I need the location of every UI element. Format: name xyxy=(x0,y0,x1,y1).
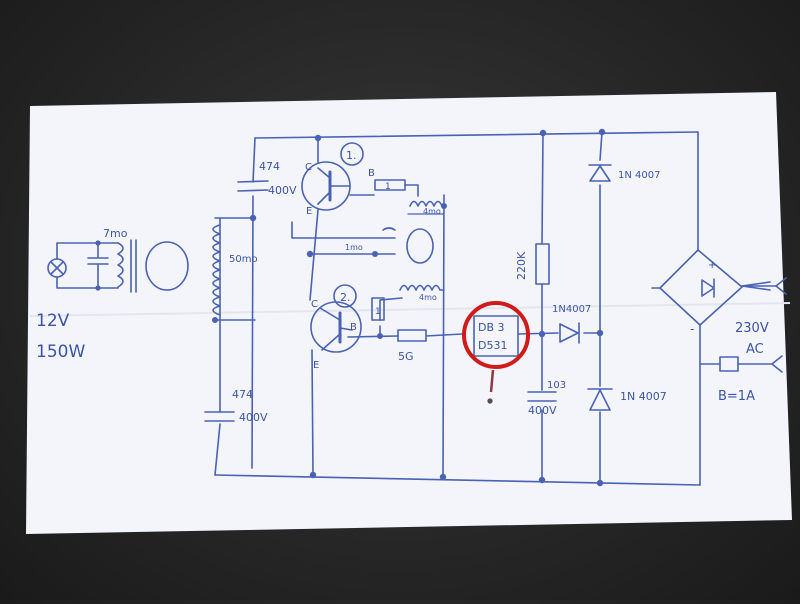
diode-bottom-symbol xyxy=(587,388,613,411)
primary-winding xyxy=(212,224,221,316)
diode-mid-label: 1N4007 xyxy=(552,304,591,315)
primary-turns-label: 50mo xyxy=(229,254,258,265)
pin-b2-label: B xyxy=(350,322,357,333)
coil-mid-label: 1mo xyxy=(345,243,363,252)
resistor-220k-label: 220K xyxy=(515,251,528,280)
fuse-label: B=1A xyxy=(718,389,755,404)
pin-c1-label: C xyxy=(305,162,312,173)
base-resistor-2 xyxy=(371,297,385,321)
diac-symbol xyxy=(473,315,519,357)
pin-e1-label: E xyxy=(306,206,312,217)
bridge-plus-label: + xyxy=(708,260,716,271)
bridge-minus-label: - xyxy=(690,322,694,336)
bridge-rectifier-symbol xyxy=(651,249,743,326)
diac-line2-label: D531 xyxy=(478,339,507,352)
junction-dots xyxy=(95,128,606,487)
red-stroke-mark xyxy=(489,369,495,393)
transistor-2-symbol xyxy=(310,284,362,353)
cap-103-voltage-label: 400V xyxy=(528,404,557,417)
diode-bottom-label: 1N 4007 xyxy=(620,390,667,403)
cap-103-symbol xyxy=(527,391,557,402)
emitter-res-label: 5G xyxy=(398,350,414,363)
pin-c2-label: C xyxy=(311,299,318,310)
transistor-1-symbol xyxy=(301,142,364,211)
pin-b1-label: B xyxy=(368,168,375,179)
diode-top-label: 1N 4007 xyxy=(618,170,660,181)
base-res2-label: 1 xyxy=(375,307,381,317)
resistor-220k-symbol xyxy=(535,243,550,285)
pin-e2-label: E xyxy=(313,360,319,371)
transistor-2-id: 2. xyxy=(340,291,351,304)
cap-top-voltage-label: 400V xyxy=(268,184,297,197)
paper-fold xyxy=(29,302,791,317)
diode-mid-symbol xyxy=(559,322,580,344)
base-res1-label: 1 xyxy=(385,182,391,192)
mains-voltage-label: 230V xyxy=(735,321,769,336)
fuse-symbol xyxy=(719,356,739,372)
emitter-resistor xyxy=(397,329,427,342)
mains-terminal-2 xyxy=(771,355,783,373)
secondary-winding xyxy=(117,242,124,288)
lamp-power-label: 150W xyxy=(36,342,85,362)
cap-103-value-label: 103 xyxy=(547,380,566,391)
paper-sheet xyxy=(26,92,792,534)
ferrite-core-icon xyxy=(406,228,434,264)
cap-top-symbol xyxy=(237,180,269,192)
feedback-coil-lower xyxy=(399,284,445,291)
cap-bottom-symbol xyxy=(204,411,235,422)
mains-type-label: AC xyxy=(746,342,764,357)
mains-terminal-1 xyxy=(741,277,787,295)
ink-dot-mark xyxy=(487,398,493,404)
lamp-voltage-label: 12V xyxy=(36,311,70,331)
cap-top-value-label: 474 xyxy=(259,160,280,173)
diode-top-symbol xyxy=(588,164,612,182)
diac-line1-label: DB 3 xyxy=(478,321,505,334)
cap-bottom-voltage-label: 400V xyxy=(239,411,268,424)
highlight-circle xyxy=(462,301,530,369)
cap-bottom-value-label: 474 xyxy=(232,388,253,401)
feedback-coil-top xyxy=(409,200,443,207)
toroid-core-icon xyxy=(145,241,189,291)
coil-top-label: 4mo xyxy=(423,207,441,216)
toroid-coil-label: 7mo xyxy=(103,227,128,240)
coil-lower-label: 4mo xyxy=(419,293,437,302)
transistor-1-id: 1. xyxy=(346,149,357,162)
